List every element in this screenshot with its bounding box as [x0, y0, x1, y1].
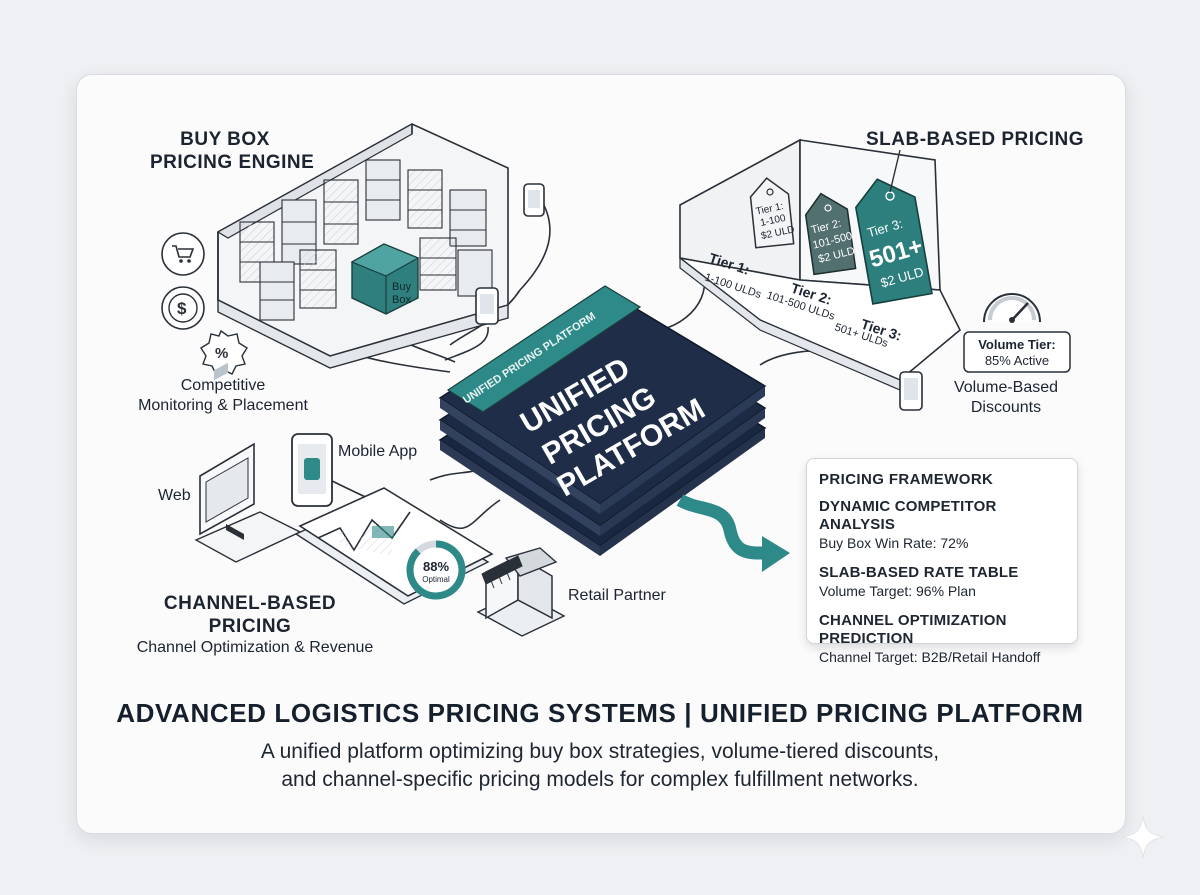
price-tags: Tier 1: 1-100 $2 ULD Tier 2: 101-500 $2 …: [749, 149, 933, 305]
buy-box-title: BUY BOX PRICING ENGINE: [150, 128, 315, 174]
tag1-line2: 1-100: [759, 213, 787, 229]
mobile-phone-icon: [523, 183, 545, 217]
channel-title-line1: CHANNEL-BASED: [163, 593, 337, 614]
framework-title: PRICING FRAMEWORK: [819, 471, 994, 488]
slab-pricing-caption: Volume-Based Discounts: [936, 378, 1076, 418]
buy-box-title-line1: BUY BOX: [180, 129, 270, 150]
framework-section-3-heading: CHANNEL OPTIMIZATION PREDICTION: [819, 612, 1007, 647]
gauge-label-line2: 85% Active: [985, 353, 1049, 368]
mobile-phone-icon: [899, 371, 923, 411]
retail-partner-label: Retail Partner: [568, 587, 666, 604]
mobile-app-icon: [291, 433, 333, 507]
channel-title-line2: PRICING: [208, 616, 292, 637]
percent-badge-icon: %: [200, 329, 248, 375]
footer-subtitle-line2: and channel-specific pricing models for …: [281, 768, 919, 791]
platform-stack: UNIFIED PRICING PLATFORM UNIFIED PRICING…: [438, 285, 767, 556]
gauge-label-box: Volume Tier: 85% Active: [963, 331, 1071, 373]
optimal-value: 88%: [423, 559, 449, 574]
flow-arrow-head: [762, 536, 790, 572]
buy-box-title-line2: PRICING ENGINE: [150, 152, 315, 173]
retail-store-icon: [476, 547, 566, 637]
price-tag-tier-3: Tier 3: 501+ $2 ULD: [854, 149, 933, 305]
mobile-phone-icon: [475, 287, 499, 325]
framework-section-2-heading: SLAB-BASED RATE TABLE: [819, 564, 1019, 581]
buy-box-crate: Buy Box: [350, 243, 420, 315]
slab-pricing-title: SLAB-BASED PRICING: [866, 129, 1085, 150]
sparkle-icon: [1121, 815, 1165, 859]
slab-caption-line2: Discounts: [970, 399, 1042, 416]
warehouse-illustration: Buy Box: [216, 122, 509, 369]
channel-pricing-caption: Channel Optimization & Revenue: [136, 639, 374, 656]
slab-caption-line1: Volume-Based: [953, 379, 1059, 396]
svg-text:$: $: [177, 299, 187, 318]
mobile-app-label: Mobile App: [338, 443, 418, 460]
optimal-gauge-arc: [406, 540, 466, 600]
framework-section-1-value: Buy Box Win Rate: 72%: [819, 535, 969, 551]
crate-label-line1: Buy: [392, 281, 411, 293]
buy-box-caption-line2: Monitoring & Placement: [138, 397, 308, 414]
web-label: Web: [158, 487, 191, 504]
web-monitor-icon: [194, 362, 302, 563]
channel-pricing-title: CHANNEL-BASED PRICING: [150, 592, 350, 638]
price-tag-tier-2: Tier 2: 101-500 $2 ULD: [804, 192, 857, 276]
framework-section-2-value: Volume Target: 96% Plan: [819, 583, 976, 599]
footer-title: ADVANCED LOGISTICS PRICING SYSTEMS | UNI…: [116, 698, 1084, 728]
buy-box-caption-line1: Competitive: [180, 377, 266, 394]
pricing-framework-panel: PRICING FRAMEWORK DYNAMIC COMPETITOR ANA…: [806, 458, 1078, 665]
buy-box-caption: Competitive Monitoring & Placement: [118, 376, 328, 416]
slab-pricing-room: Tier 1: 1-100 $2 ULD Tier 2: 101-500 $2 …: [679, 138, 961, 391]
dollar-coin-icon: $: [161, 286, 205, 330]
price-tag-tier-1: Tier 1: 1-100 $2 ULD: [749, 177, 796, 249]
flow-arrow: [676, 494, 769, 560]
shopping-cart-icon: [161, 232, 205, 276]
optimal-label: Optimal: [422, 575, 450, 584]
speedometer-gauge-icon: [983, 293, 1041, 323]
gauge-label-line1: Volume Tier:: [978, 337, 1056, 352]
framework-section-1-heading: DYNAMIC COMPETITOR ANALYSIS: [819, 498, 997, 533]
svg-text:%: %: [215, 345, 228, 362]
footer-subtitle-line1: A unified platform optimizing buy box st…: [260, 740, 940, 763]
tablet-analytics-illustration: 88% Optimal: [294, 487, 494, 605]
crate-label-line2: Box: [392, 294, 411, 306]
framework-section-3-value: Channel Target: B2B/Retail Handoff: [819, 649, 1041, 665]
footer-subtitle: A unified platform optimizing buy box st…: [76, 738, 1124, 794]
